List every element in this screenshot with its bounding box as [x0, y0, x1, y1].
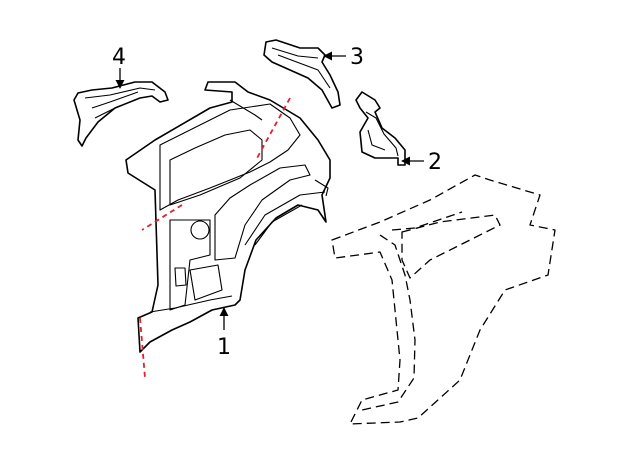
- cut-line-lower: [139, 317, 146, 379]
- callout-label-4: 4: [112, 45, 126, 70]
- cut-line-middle: [141, 204, 183, 231]
- part-2-bracket[interactable]: [355, 91, 406, 166]
- part-4-wheelhouse-piece[interactable]: [73, 81, 169, 147]
- callout-1: 1: [217, 307, 231, 360]
- cut-line-upper: [255, 97, 291, 161]
- callout-3: 3: [323, 45, 364, 70]
- callout-2: 2: [401, 150, 442, 175]
- outer-quarter-panel-phantom: [331, 174, 556, 425]
- callout-label-1: 1: [217, 335, 231, 360]
- cut-lines: [139, 97, 291, 379]
- callout-4: 4: [112, 45, 126, 89]
- callout-label-3: 3: [350, 45, 364, 70]
- callout-label-2: 2: [428, 150, 442, 175]
- part-1-quarter-inner-panel[interactable]: [125, 81, 331, 353]
- part-3-reinforcement[interactable]: [263, 39, 341, 109]
